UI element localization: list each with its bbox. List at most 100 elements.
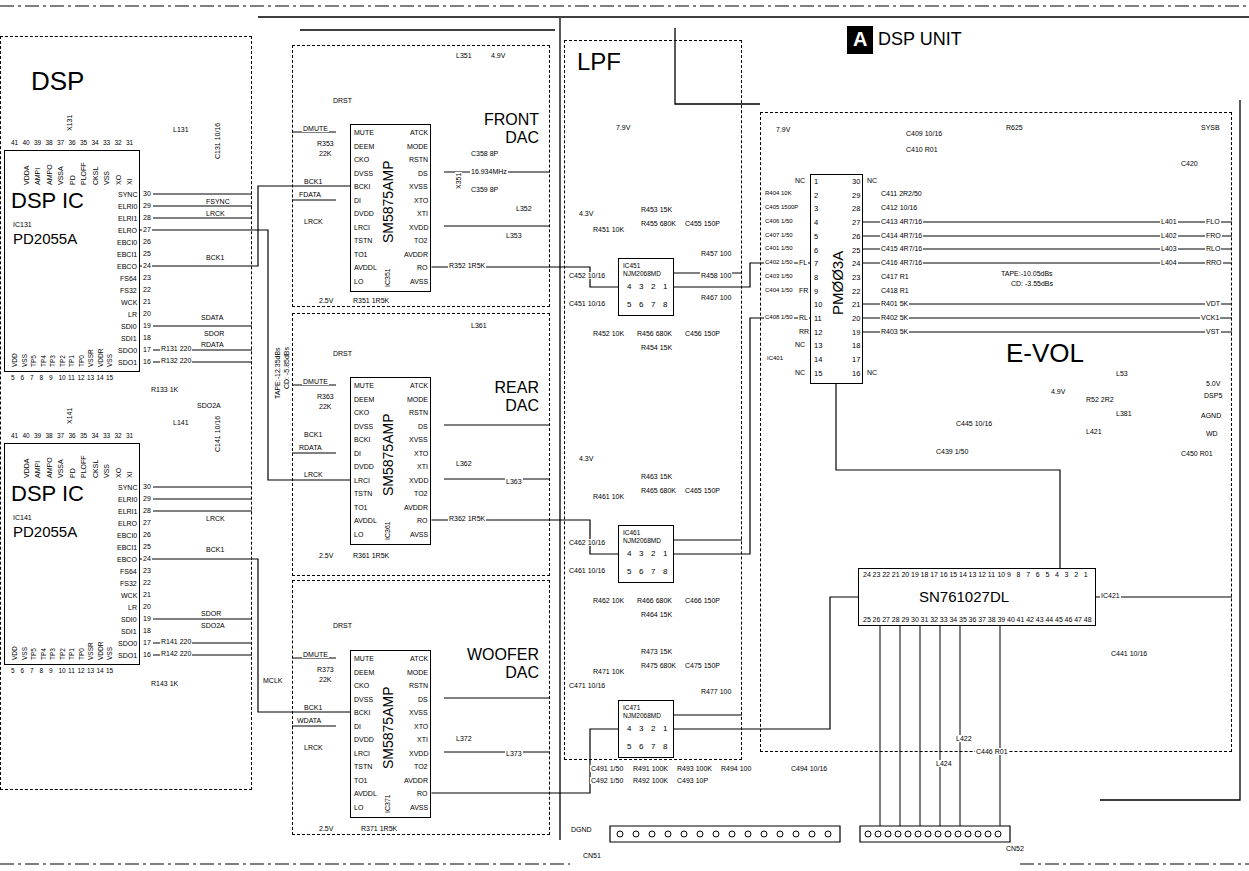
pin-name: ELRI1 (118, 215, 137, 223)
pin-name: TSTN (354, 763, 372, 771)
pin-number: 8 (814, 274, 818, 282)
pin-number: 20 (901, 571, 909, 579)
component-label: CD: -5.85dBs (283, 346, 290, 390)
ic-chip: DSP ICIC131PD2055ASYNCELRI0ELRI1ELROEBCI… (4, 150, 140, 372)
pin-name: SDI0 (121, 323, 137, 331)
component-label: LRCK (205, 210, 226, 217)
pin-name: DVSS (354, 170, 373, 178)
pin-number: 22 (142, 286, 152, 293)
component-label: R373 (316, 666, 335, 673)
signal-wire (432, 267, 619, 287)
component-label: FR (798, 287, 809, 294)
pin-name: TO2 (414, 237, 428, 245)
connector-body (610, 826, 1010, 842)
ic-chip: SM5875AMPIC371MUTEDEEMCKODVSSBCKIDIDVDDL… (350, 650, 431, 818)
pin-name: EBCI0 (117, 532, 137, 540)
pin-number: 5 (627, 743, 631, 752)
pin-name: PLOFF (80, 162, 88, 185)
pin-name: RSTN (409, 409, 428, 417)
ic-reference: IC371 (384, 794, 392, 813)
pin-number: 24 (863, 571, 871, 579)
pin-name: VDDR (97, 349, 104, 367)
pin-number: 16 (852, 370, 860, 378)
component-label: R452 10K (592, 330, 625, 337)
component-label: L361 (470, 322, 488, 329)
pin-name: DS (418, 696, 428, 704)
pin-name: PLOFF (80, 455, 88, 478)
pin-number: 37 (56, 140, 65, 147)
component-label: R463 15K (640, 473, 673, 480)
pin-name: DEEM (354, 396, 374, 404)
pin-name: XI (126, 471, 134, 478)
component-label: C475 150P (684, 662, 721, 669)
block-title: E-VOL (1006, 339, 1084, 368)
component-label: FLO (1205, 218, 1221, 225)
component-label: C456 150P (684, 330, 721, 337)
pin-name: BCKI (354, 709, 370, 717)
component-label: R493 100K (676, 765, 713, 772)
component-label: RLO (1205, 245, 1221, 252)
component-label: C414 4R7/16 (880, 232, 923, 239)
pin-number: 6 (1036, 571, 1040, 579)
pin-number: 21 (142, 298, 152, 305)
component-label: R351 1R5K (352, 297, 390, 304)
component-label: R451 10K (592, 226, 625, 233)
pin-name: DVSS (354, 696, 373, 704)
pin-number: 16 (142, 651, 152, 658)
pin-number: 46 (1065, 616, 1073, 624)
pin-name: DEEM (354, 143, 374, 151)
component-label: R456 680K (636, 330, 673, 337)
component-label: NC (794, 341, 806, 348)
signal-wire (140, 230, 350, 480)
component-label: L373 (505, 750, 523, 757)
pin-name: SDO0 (118, 640, 137, 648)
pin-number: 30 (142, 190, 152, 197)
pin-name: TP2 (59, 648, 66, 660)
pin-number: 22 (142, 579, 152, 586)
pin-number: 5 (10, 668, 16, 675)
pin-name: EBCI1 (117, 251, 137, 259)
component-label: L351 (455, 52, 473, 59)
component-label: 2.5V (318, 552, 334, 559)
pin-number: 36 (68, 140, 77, 147)
pin-number: 23 (142, 567, 152, 574)
pin-name: VSS (21, 647, 28, 660)
pin-name: SDI0 (121, 616, 137, 624)
pin-number: 41 (10, 433, 19, 440)
component-label: NC (866, 177, 878, 184)
component-label: MCLK (262, 677, 283, 684)
pin-name: RSTN (409, 156, 428, 164)
component-label: R404 10K (764, 190, 793, 196)
component-label: C404 1/50 (764, 287, 794, 293)
pin-name: VSSR (87, 349, 94, 367)
component-label: TAPE:-10.05dBs (1000, 270, 1054, 277)
pin-name: DVSS (354, 423, 373, 431)
ic-part-number: SM5875AMP (381, 161, 396, 243)
pin-name: XI (126, 178, 134, 185)
component-label: L352 (515, 205, 533, 212)
pin-number: 10 (58, 668, 67, 675)
component-label: C141 10/16 (214, 415, 221, 453)
component-label: X131 (66, 114, 73, 132)
component-label: SYSB (1200, 124, 1221, 131)
component-label: DRST (332, 350, 353, 357)
component-label: L372 (455, 735, 473, 742)
pin-number: 7 (1026, 571, 1030, 579)
pin-number: 9 (48, 668, 54, 675)
component-label: SDOR (200, 610, 222, 617)
pin-number: 27 (142, 519, 152, 526)
component-label: C439 1/50 (935, 448, 969, 455)
component-label: C455 150P (684, 220, 721, 227)
pin-name: DS (418, 423, 428, 431)
component-label: R475 680K (640, 662, 677, 669)
component-label: R461 10K (592, 493, 625, 500)
component-label: R132 220 (160, 357, 192, 364)
ic-part-number: PMØØ3A (830, 251, 847, 315)
component-label: DRST (332, 97, 353, 104)
component-label: 16.934MHz (470, 168, 508, 175)
component-label: R458 100 (700, 272, 732, 279)
pin-name: VSSA (57, 459, 65, 478)
pin-number: 14 (959, 571, 967, 579)
ic-part-number: NJM2068MD (623, 270, 661, 277)
